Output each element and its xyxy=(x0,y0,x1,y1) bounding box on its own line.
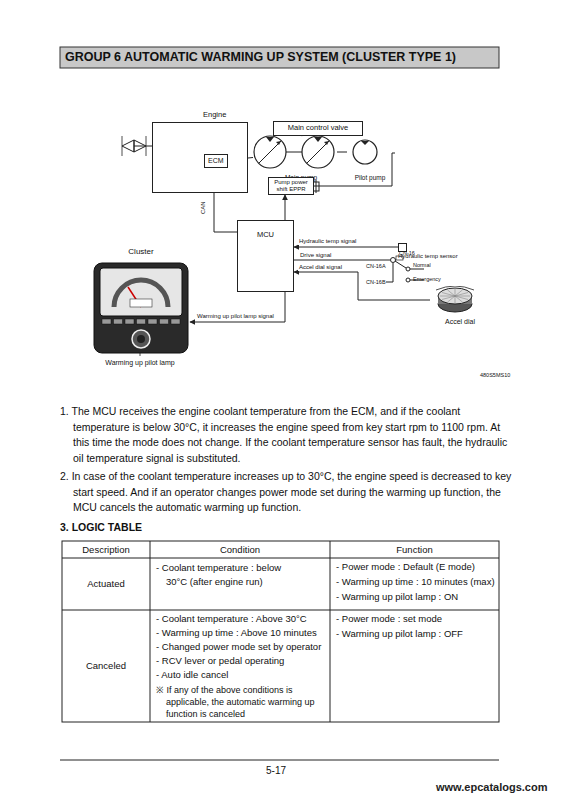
table-cell: Function xyxy=(330,544,499,555)
annotation: Emergency xyxy=(413,276,441,283)
table-cell: - Warming up pilot lamp : OFF xyxy=(336,628,463,639)
cluster-illustration xyxy=(92,261,190,357)
signal-label: Warming up pilot lamp signal xyxy=(196,313,275,320)
annotation: CN-16B xyxy=(366,279,386,286)
table-cell: ※ If any of the above conditions is appl… xyxy=(156,684,338,720)
annotation: Warming up pilot lamp xyxy=(80,359,200,367)
table-cell: - Coolant temperature : Above 30°C xyxy=(156,613,307,624)
annotation: 480S5MS10 xyxy=(480,372,510,379)
table-cell: - Warming up pilot lamp : ON xyxy=(336,591,458,602)
drive-signal-wire xyxy=(294,256,424,282)
node-box: MCU xyxy=(237,220,294,292)
signal-line xyxy=(248,157,253,159)
pump-symbol xyxy=(345,139,385,167)
node-box: Main control valve xyxy=(273,121,363,136)
annotation: www.epcatalogs.com xyxy=(436,781,547,794)
node-label: Accel dial xyxy=(424,318,496,326)
page-title: GROUP 6 AUTOMATIC WARMING UP SYSTEM (CLU… xyxy=(65,50,456,65)
node-label: Cluster xyxy=(92,247,190,256)
node-label: Main control valve xyxy=(278,124,358,133)
node-label: Pump power shift EPPR xyxy=(271,179,311,193)
signal-line xyxy=(190,292,285,322)
node-box: Pilot pump xyxy=(345,139,395,181)
node-label: Engine xyxy=(203,111,226,120)
node-box: Main pump xyxy=(253,135,349,181)
annotation: CN-16A xyxy=(366,263,386,270)
node-label: ECM xyxy=(208,157,224,165)
pump-shaft xyxy=(337,152,347,153)
fan-symbol xyxy=(122,136,152,156)
table-cell: Actuated xyxy=(62,578,150,589)
table-cell: - Auto idle cancel xyxy=(156,669,228,680)
annotation: CN-16 xyxy=(399,250,415,257)
title-bar xyxy=(60,47,499,68)
accel-dial-symbol xyxy=(430,286,480,314)
page-rule xyxy=(60,760,499,761)
node-box: EngineECM xyxy=(152,122,248,193)
table-cell: - Coolant temperature : below 30°C (afte… xyxy=(156,561,288,589)
paragraph: 2. In case of the coolant temperature in… xyxy=(60,469,515,516)
annotation: 5-17 xyxy=(266,765,286,777)
table-cell: - Changed power mode set by operator xyxy=(156,641,321,652)
node-box: Pump power shift EPPR xyxy=(268,177,314,195)
annotation: 3. LOGIC TABLE xyxy=(60,521,142,534)
pump-symbol xyxy=(253,135,339,169)
table-cell: Condition xyxy=(150,544,330,555)
signal-label: Hydraulic temp signal xyxy=(298,238,357,245)
table-cell: Description xyxy=(62,544,150,555)
node-box: Cluster xyxy=(92,247,190,357)
annotation: Drive signal xyxy=(300,252,331,259)
table-cell: Canceled xyxy=(62,660,150,671)
paragraph: 1. The MCU receives the engine coolant t… xyxy=(60,404,515,466)
signal-label: Accel dial signal xyxy=(298,264,343,271)
node-label: Pilot pump xyxy=(339,174,401,181)
node-box: ECM xyxy=(204,154,228,168)
table-cell: - RCV lever or pedal operating xyxy=(156,655,284,666)
annotation: Normal xyxy=(413,262,431,269)
signal-label: CAN xyxy=(200,200,207,215)
table-cell: - Warming up time : Above 10 minutes xyxy=(156,627,317,638)
table-cell: - Warming up time : 10 minutes (max) xyxy=(336,576,495,587)
signal-line xyxy=(285,195,286,220)
table-cell: - Power mode : set mode xyxy=(336,613,442,624)
signal-line xyxy=(294,247,398,248)
node-label: MCU xyxy=(238,231,293,240)
table-cell: - Power mode : Default (E mode) xyxy=(336,561,475,572)
node-box: Accel dial xyxy=(430,286,490,326)
signal-line xyxy=(294,272,430,300)
logic-table-grid xyxy=(62,541,499,722)
